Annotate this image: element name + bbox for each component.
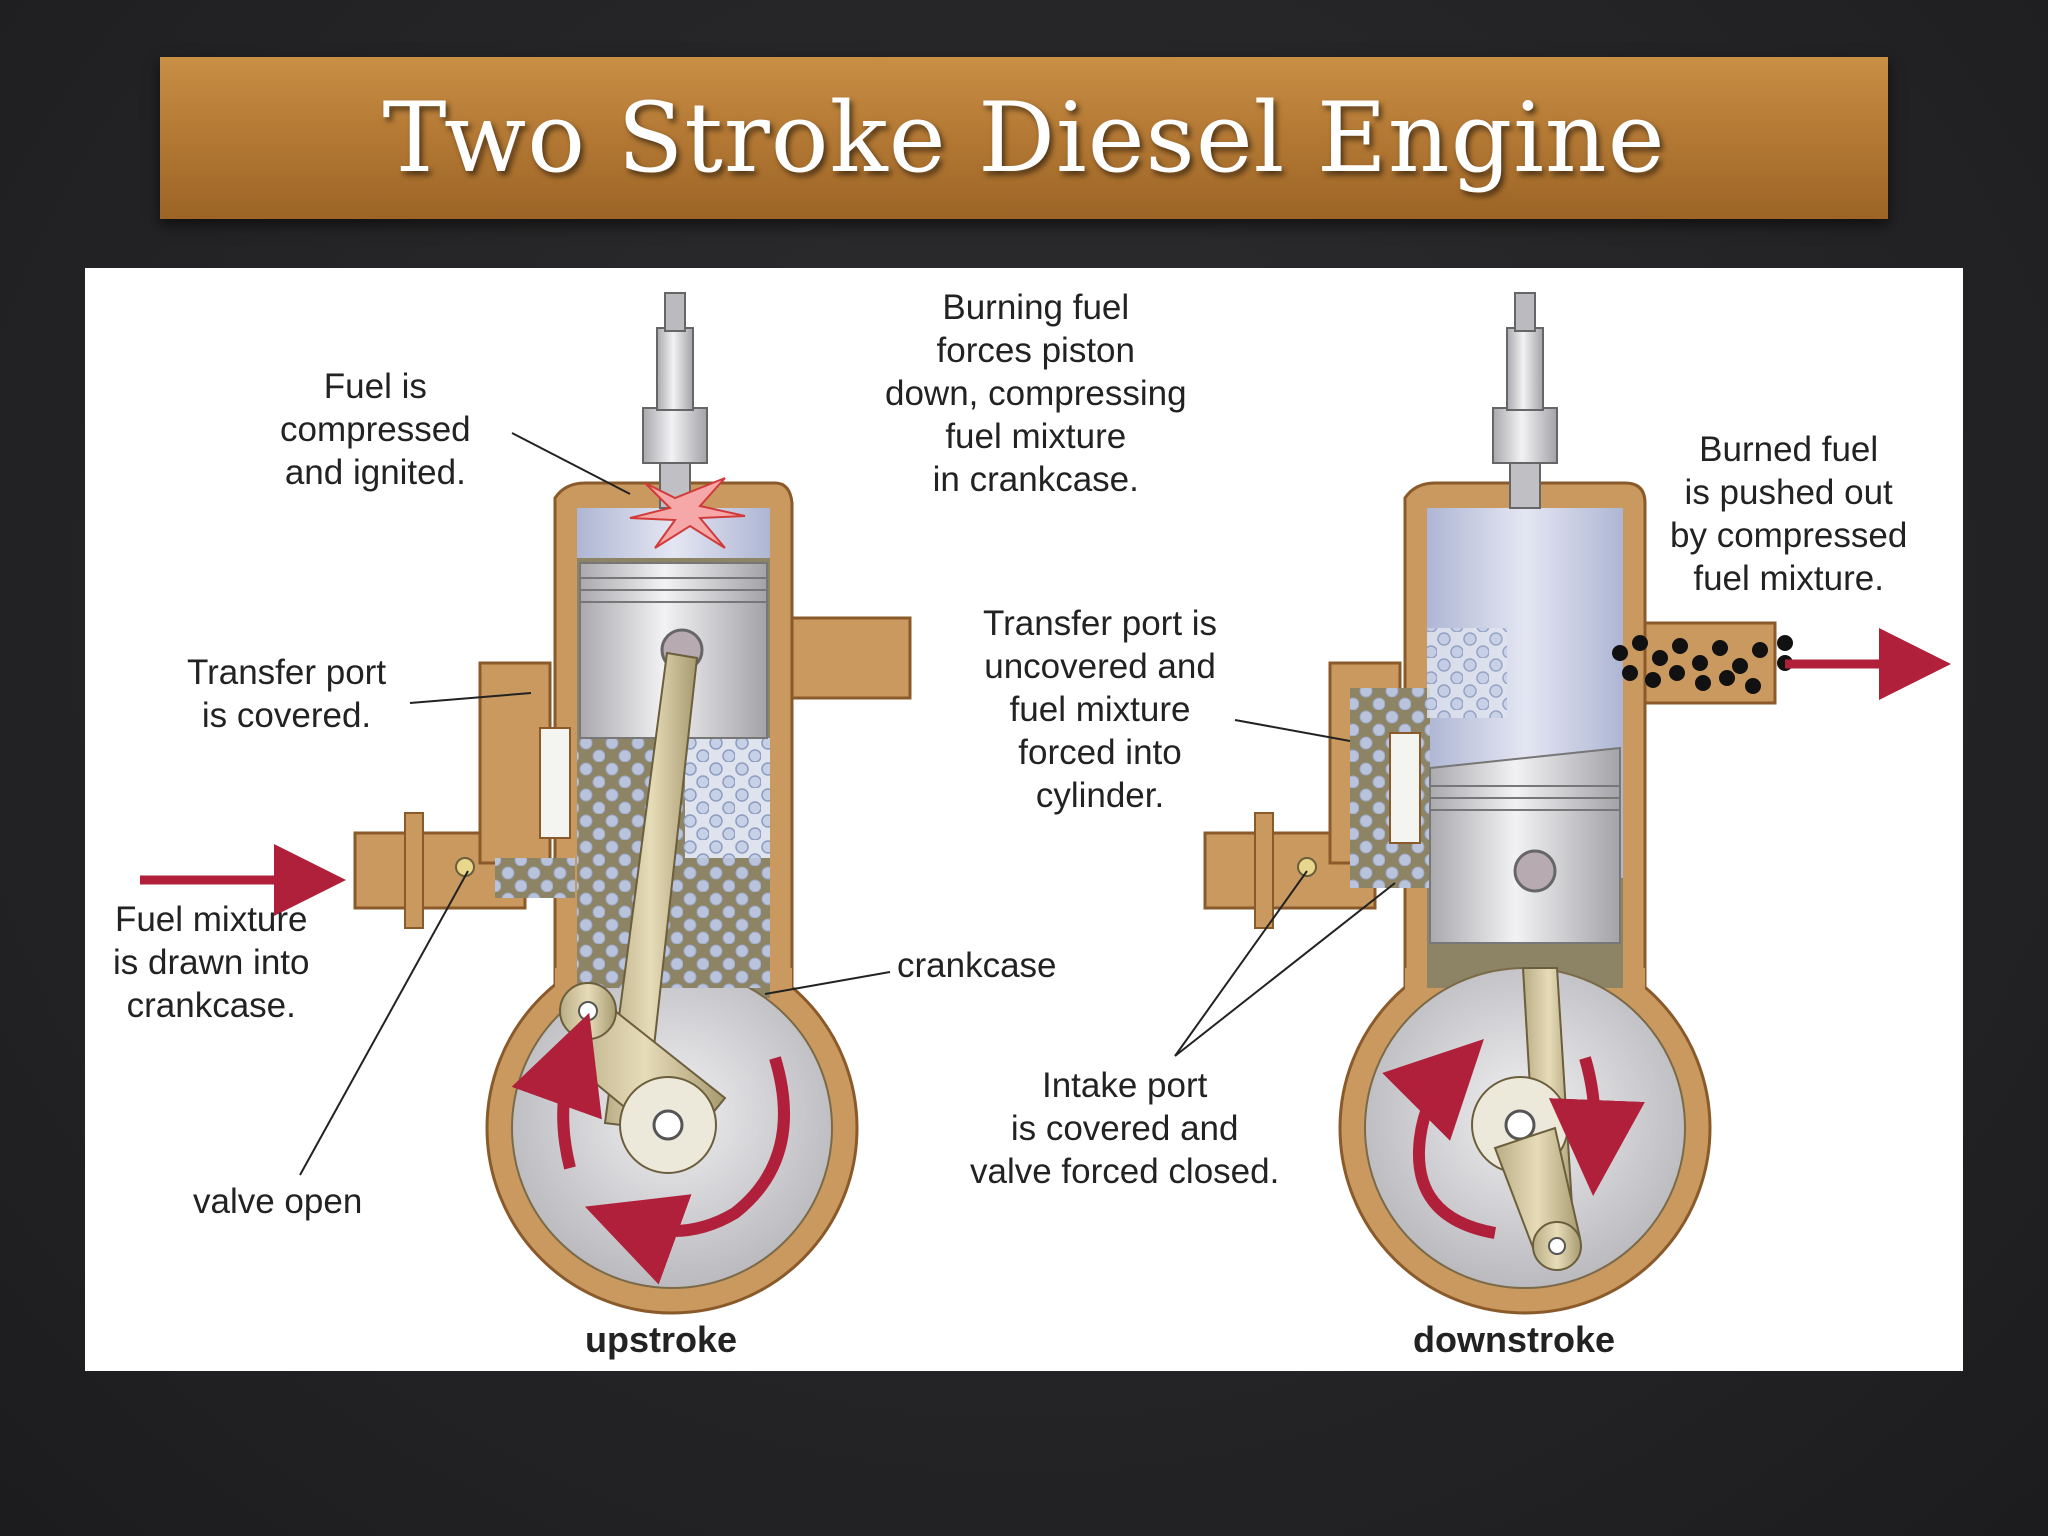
engine-diagram xyxy=(140,292,1951,1315)
label-transfer-uncovered: Transfer port is uncovered and fuel mixt… xyxy=(983,604,1218,815)
downstroke-engine xyxy=(1203,292,1951,1315)
label-upstroke: upstroke xyxy=(585,1319,738,1360)
label-valve-open: valve open xyxy=(193,1182,363,1221)
page-title: Two Stroke Diesel Engine xyxy=(382,82,1666,194)
diagram-panel: Fuel is compressed and ignited. Burning … xyxy=(85,268,1963,1371)
label-crankcase: crankcase xyxy=(897,946,1057,985)
label-intake-port: Intake port is covered and valve forced … xyxy=(970,1066,1280,1191)
label-burning-fuel: Burning fuel forces piston down, compres… xyxy=(885,288,1187,499)
label-transfer-covered: Transfer port is covered. xyxy=(187,653,387,735)
leader-lines xyxy=(299,432,1396,1176)
label-fuel-drawn: Fuel mixture is drawn into crankcase. xyxy=(113,900,310,1025)
label-downstroke: downstroke xyxy=(1413,1319,1616,1360)
upstroke-engine xyxy=(140,292,912,1315)
label-fuel-compressed: Fuel is compressed and ignited. xyxy=(280,367,471,492)
label-burned-fuel: Burned fuel is pushed out by compressed … xyxy=(1670,430,1908,598)
title-banner: Two Stroke Diesel Engine xyxy=(160,57,1888,219)
